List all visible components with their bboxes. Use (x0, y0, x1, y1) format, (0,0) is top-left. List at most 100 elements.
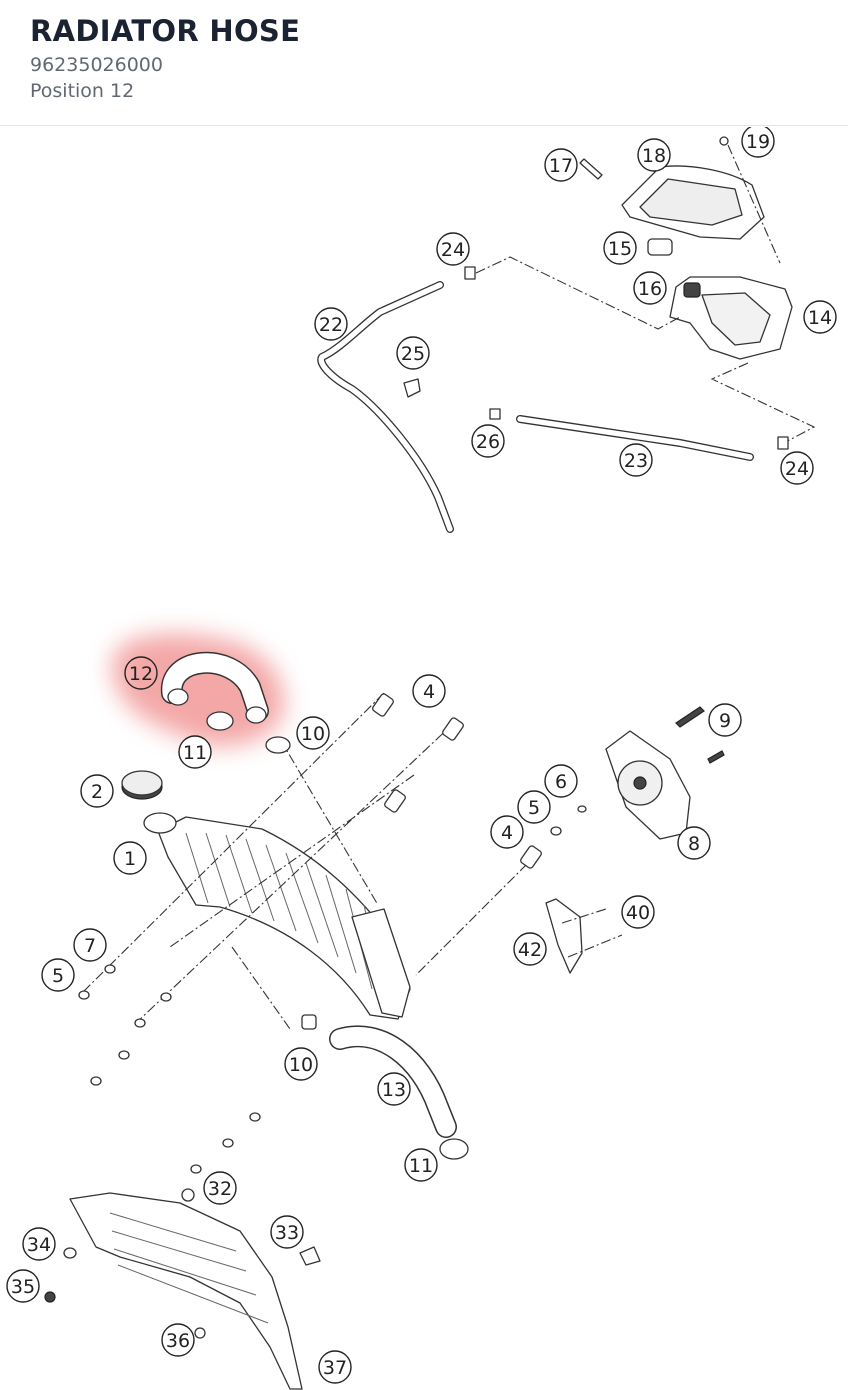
callout-25[interactable]: 25 (396, 336, 430, 370)
callout-label: 37 (323, 1357, 347, 1379)
callout-label: 5 (52, 965, 64, 987)
callout-label: 19 (746, 131, 770, 153)
callout-label: 25 (401, 343, 425, 365)
callout-16[interactable]: 16 (633, 271, 667, 305)
callout-10[interactable]: 10 (296, 716, 330, 750)
callout-42[interactable]: 42 (513, 932, 547, 966)
callout-label: 11 (183, 742, 207, 764)
callout-label: 42 (518, 939, 542, 961)
callout-label: 6 (555, 771, 567, 793)
part-title: RADIATOR HOSE (30, 14, 301, 48)
callout-35[interactable]: 35 (6, 1269, 40, 1303)
callout-18[interactable]: 18 (637, 138, 671, 172)
callout-circle (708, 703, 742, 737)
callout-label: 40 (626, 902, 650, 924)
callout-34[interactable]: 34 (22, 1227, 56, 1261)
callout-label: 10 (289, 1054, 313, 1076)
callout-label: 8 (688, 833, 700, 855)
callout-9[interactable]: 9 (708, 703, 742, 737)
callout-circle (377, 1072, 411, 1106)
lower-radiator-hose (330, 1026, 456, 1137)
callout-14[interactable]: 14 (803, 300, 837, 334)
callout-circle (780, 451, 814, 485)
callout-circle (113, 841, 147, 875)
callout-label: 13 (382, 1079, 406, 1101)
callout-label: 12 (129, 663, 153, 685)
callout-15[interactable]: 15 (603, 231, 637, 265)
breather-hose (517, 416, 753, 460)
callout-22[interactable]: 22 (314, 307, 348, 341)
callout-circle (22, 1227, 56, 1261)
callout-circle (544, 148, 578, 182)
exploded-parts-diagram: 1718192415161422252623241241011962548140… (6, 127, 837, 1390)
callout-circle (741, 127, 775, 158)
callout-circle (404, 1148, 438, 1182)
callout-label: 7 (84, 935, 96, 957)
callout-label: 1 (124, 848, 136, 870)
callout-label: 5 (528, 797, 540, 819)
callout-circle (161, 1323, 195, 1357)
callout-label: 15 (608, 238, 632, 260)
radiator-core (157, 816, 411, 1020)
callout-label: 32 (208, 1178, 232, 1200)
expansion-tank-group (475, 136, 816, 446)
callout-6[interactable]: 6 (544, 764, 578, 798)
callout-circle (513, 932, 547, 966)
callout-circle (124, 656, 158, 690)
callout-1[interactable]: 1 (113, 841, 147, 875)
callout-11[interactable]: 11 (404, 1148, 438, 1182)
callout-label: 33 (275, 1222, 299, 1244)
callout-circle (318, 1350, 352, 1384)
part-number: 96235026000 (30, 54, 163, 76)
callout-circle (284, 1047, 318, 1081)
callout-circle (396, 336, 430, 370)
callout-label: 14 (808, 307, 832, 329)
callout-2[interactable]: 2 (80, 774, 114, 808)
callout-circle (471, 424, 505, 458)
callout-8[interactable]: 8 (677, 826, 711, 860)
callout-24[interactable]: 24 (780, 451, 814, 485)
callout-7[interactable]: 7 (73, 928, 107, 962)
callout-circle (637, 138, 671, 172)
callout-5[interactable]: 5 (517, 790, 551, 824)
callout-36[interactable]: 36 (161, 1323, 195, 1357)
callout-label: 36 (166, 1330, 190, 1352)
callout-5[interactable]: 5 (41, 958, 75, 992)
callout-circle (621, 895, 655, 929)
callout-label: 17 (549, 155, 573, 177)
callout-13[interactable]: 13 (377, 1072, 411, 1106)
callout-40[interactable]: 40 (621, 895, 655, 929)
callout-12[interactable]: 12 (124, 656, 158, 690)
callout-label: 34 (27, 1234, 51, 1256)
callout-circle (544, 764, 578, 798)
radiator-group (78, 692, 587, 1174)
callout-label: 10 (301, 723, 325, 745)
callout-10[interactable]: 10 (284, 1047, 318, 1081)
callout-circle (296, 716, 330, 750)
callout-23[interactable]: 23 (619, 443, 653, 477)
callout-37[interactable]: 37 (318, 1350, 352, 1384)
callout-24[interactable]: 24 (436, 232, 470, 266)
callout-11[interactable]: 11 (178, 735, 212, 769)
callout-label: 24 (785, 458, 809, 480)
callout-4[interactable]: 4 (490, 815, 524, 849)
callout-label: 22 (319, 314, 343, 336)
callout-17[interactable]: 17 (544, 148, 578, 182)
callout-circle (633, 271, 667, 305)
callout-circle (490, 815, 524, 849)
callout-circle (80, 774, 114, 808)
callout-circle (436, 232, 470, 266)
callout-32[interactable]: 32 (203, 1171, 237, 1205)
callout-19[interactable]: 19 (741, 127, 775, 158)
callout-circle (270, 1215, 304, 1249)
callout-33[interactable]: 33 (270, 1215, 304, 1249)
callout-circle (412, 674, 446, 708)
callout-circle (603, 231, 637, 265)
cooling-fan (605, 730, 691, 840)
callout-circle (203, 1171, 237, 1205)
callout-label: 4 (423, 681, 435, 703)
part-position: Position 12 (30, 80, 135, 102)
callout-26[interactable]: 26 (471, 424, 505, 458)
callout-circle (41, 958, 75, 992)
callout-4[interactable]: 4 (412, 674, 446, 708)
